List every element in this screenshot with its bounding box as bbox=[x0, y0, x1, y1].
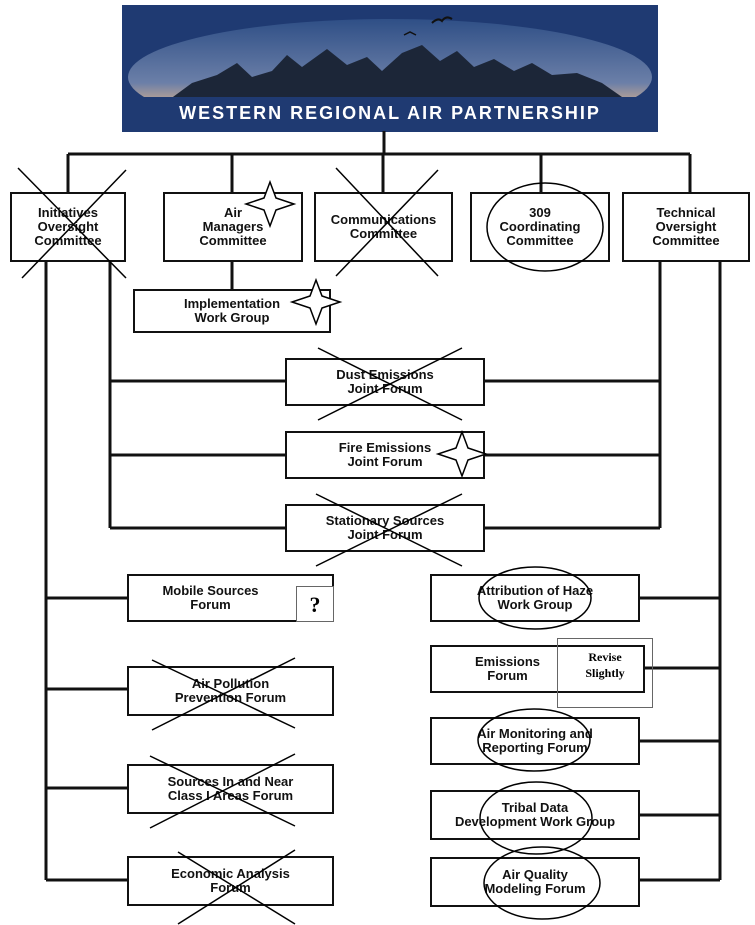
committee-communications: Communications Committee bbox=[314, 192, 453, 262]
committee-label: Technical Oversight Committee bbox=[652, 205, 720, 248]
committee-label: Initiatives Oversight Committee bbox=[34, 205, 102, 248]
emissions-forum: Emissions Forum bbox=[430, 645, 645, 693]
committee-309-coordinating: 309 Coordinating Committee bbox=[470, 192, 610, 262]
fire-emissions-joint-forum: Fire Emissions Joint Forum bbox=[285, 431, 485, 479]
bird-icon bbox=[403, 31, 417, 36]
air-quality-modeling-forum: Air Quality Modeling Forum bbox=[430, 857, 640, 907]
forum-label: Fire Emissions Joint Forum bbox=[338, 440, 432, 469]
forum-label: Air Quality Modeling Forum bbox=[484, 867, 586, 896]
economic-analysis-forum: Economic Analysis Forum bbox=[127, 856, 334, 906]
forum-label: Air Monitoring and Reporting Forum bbox=[477, 726, 593, 755]
revise-slightly-note: Revise Slightly bbox=[557, 638, 653, 708]
sources-near-class-i-areas-forum: Sources In and Near Class I Areas Forum bbox=[127, 764, 334, 814]
implementation-work-group: Implementation Work Group bbox=[133, 289, 331, 333]
question-mark-note: ? bbox=[296, 586, 334, 622]
forum-label: Attribution of Haze Work Group bbox=[476, 583, 594, 612]
committee-technical-oversight: Technical Oversight Committee bbox=[622, 192, 750, 262]
forum-label: Dust Emissions Joint Forum bbox=[336, 367, 434, 396]
stationary-sources-joint-forum: Stationary Sources Joint Forum bbox=[285, 504, 485, 552]
committee-air-managers: Air Managers Committee bbox=[163, 192, 303, 262]
committee-initiatives-oversight: Initiatives Oversight Committee bbox=[10, 192, 126, 262]
forum-label: Emissions Forum bbox=[474, 654, 541, 683]
banner-landscape bbox=[122, 5, 658, 135]
forum-label: Mobile Sources Forum bbox=[162, 583, 259, 612]
dust-emissions-joint-forum: Dust Emissions Joint Forum bbox=[285, 358, 485, 406]
committee-label: 309 Coordinating Committee bbox=[499, 205, 581, 248]
banner-title: WESTERN REGIONAL AIR PARTNERSHIP bbox=[179, 103, 601, 123]
air-monitoring-reporting-forum: Air Monitoring and Reporting Forum bbox=[430, 717, 640, 765]
forum-label: Stationary Sources Joint Forum bbox=[325, 513, 445, 542]
forum-label: Air Pollution Prevention Forum bbox=[174, 676, 287, 705]
tribal-data-development-work-group: Tribal Data Development Work Group bbox=[430, 790, 640, 840]
work-group-label: Implementation Work Group bbox=[183, 296, 281, 325]
committee-label: Air Managers Committee bbox=[199, 205, 267, 248]
wrap-banner: WESTERN REGIONAL AIR PARTNERSHIP bbox=[122, 5, 658, 135]
bird-icon bbox=[431, 16, 453, 24]
forum-label: Economic Analysis Forum bbox=[171, 866, 290, 895]
attribution-of-haze-work-group: Attribution of Haze Work Group bbox=[430, 574, 640, 622]
forum-label: Sources In and Near Class I Areas Forum bbox=[167, 774, 294, 803]
air-pollution-prevention-forum: Air Pollution Prevention Forum bbox=[127, 666, 334, 716]
forum-label: Tribal Data Development Work Group bbox=[454, 800, 616, 829]
committee-label: Communications Committee bbox=[330, 212, 437, 241]
